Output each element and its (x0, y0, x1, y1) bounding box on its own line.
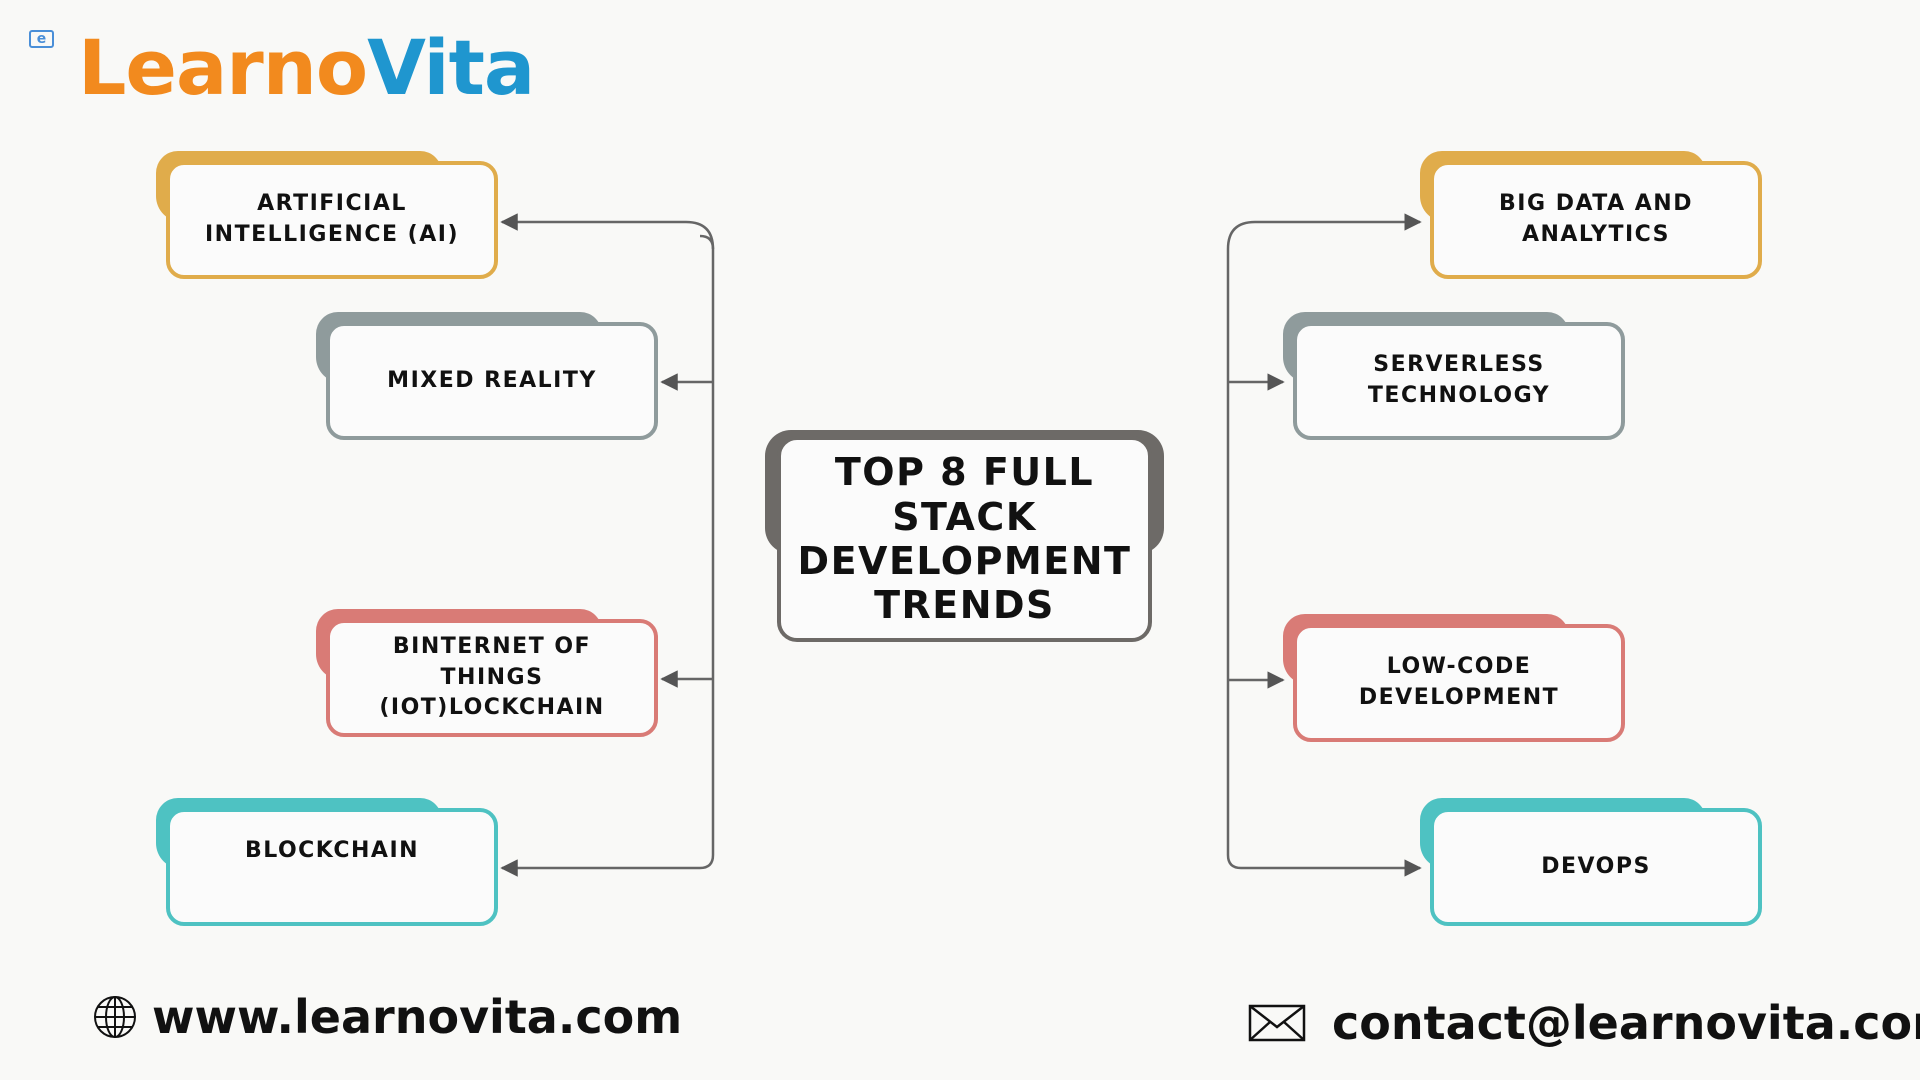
node-low-code: LOW-CODE DEVELOPMENT (1283, 614, 1625, 742)
node-internet-of-things: BINTERNET OF THINGS (IOT)LOCKCHAIN (316, 609, 658, 737)
website-link[interactable]: www.learnovita.com (152, 990, 683, 1044)
node-label: BIG DATA AND ANALYTICS (1499, 191, 1693, 247)
node-label: BLOCKCHAIN (244, 838, 420, 863)
connector-right-top (1226, 213, 1422, 250)
node-serverless: SERVERLESS TECHNOLOGY (1283, 312, 1625, 440)
footer-website[interactable]: www.learnovita.com (92, 990, 682, 1044)
connector-right-spine (1226, 249, 1422, 877)
node-label: MIXED REALITY (387, 367, 597, 393)
logo-text-vita: Vita (367, 23, 535, 112)
connector-left-top (500, 213, 715, 250)
node-label: ARTIFICIAL INTELLIGENCE (AI) (204, 191, 459, 247)
globe-icon (94, 996, 136, 1038)
node-label: DEVOPS (1541, 853, 1651, 879)
center-title: TOP 8 FULL STACK DEVELOPMENT TRENDS (797, 450, 1132, 628)
footer-email[interactable]: contact@learnovita.com (1248, 996, 1920, 1050)
node-devops: DEVOPS (1420, 798, 1762, 926)
node-label: SERVERLESS TECHNOLOGY (1367, 352, 1551, 408)
learnovita-logo: LearnoVita (78, 30, 535, 106)
logo-text-learno: Learno (78, 23, 368, 112)
node-artificial-intelligence: ARTIFICIAL INTELLIGENCE (AI) (156, 151, 498, 279)
node-blockchain: BLOCKCHAIN (156, 798, 498, 926)
node-mixed-reality: MIXED REALITY (316, 312, 658, 440)
center-topic: TOP 8 FULL STACK DEVELOPMENT TRENDS (765, 430, 1164, 642)
envelope-icon (1248, 1004, 1306, 1042)
connector-left-ai (500, 234, 715, 877)
email-link[interactable]: contact@learnovita.com (1332, 996, 1920, 1050)
node-label: BINTERNET OF THINGS (IOT)LOCKCHAIN (379, 633, 605, 721)
node-label: LOW-CODE DEVELOPMENT (1358, 654, 1560, 710)
connector-left-ai-top (502, 222, 700, 236)
logo-badge-icon: e (29, 30, 54, 48)
node-big-data: BIG DATA AND ANALYTICS (1420, 151, 1762, 279)
